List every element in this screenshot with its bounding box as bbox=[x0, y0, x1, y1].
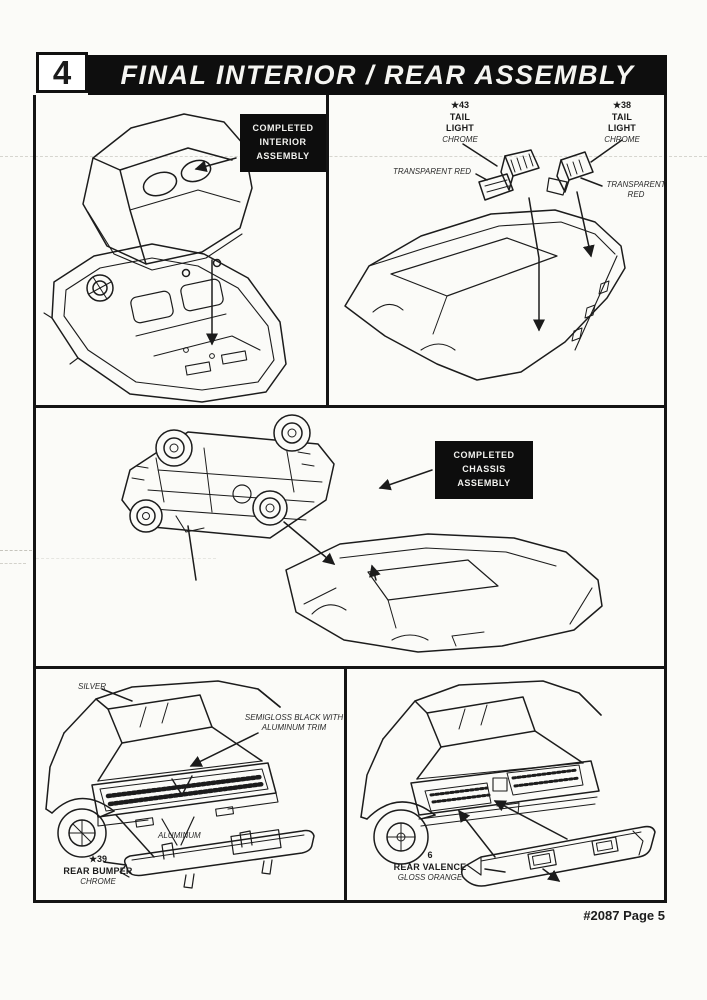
tail-light-43-label: ★43 TAIL LIGHT CHROME bbox=[442, 100, 478, 145]
rear-valence-illustration bbox=[360, 680, 656, 887]
page-footer: #2087 Page 5 bbox=[583, 908, 665, 923]
semigloss-paint-note: SEMIGLOSS BLACK WITH ALUMINUM TRIM bbox=[244, 713, 344, 732]
page-title: FINAL INTERIOR / REAR ASSEMBLY bbox=[120, 59, 635, 90]
silver-paint-note: SILVER bbox=[78, 682, 107, 691]
transparent-red-note-right: TRANSPARENT RED bbox=[606, 180, 666, 199]
fold-mark-line bbox=[0, 156, 707, 157]
panel-tail-lights: ★43 TAIL LIGHT CHROME ★38 TAIL LIGHT CHR… bbox=[329, 98, 666, 405]
chassis-installation-illustration bbox=[121, 414, 603, 653]
rear-bumper-label: ★39 REAR BUMPER CHROME bbox=[63, 854, 133, 887]
step-number: 4 bbox=[52, 53, 72, 91]
aluminum-paint-note: ALUMINUM bbox=[158, 831, 201, 840]
tail-light-installation-illustration bbox=[344, 139, 626, 381]
outer-frame bbox=[33, 95, 667, 903]
divider-horizontal-2 bbox=[33, 666, 667, 669]
rear-valence-label: 6 REAR VALENCE GLOSS ORANGE bbox=[393, 850, 467, 883]
step-number-box: 4 bbox=[36, 52, 88, 93]
divider-bottom-vertical bbox=[344, 669, 347, 901]
panel-chassis-assembly: COMPLETED CHASSIS ASSEMBLY bbox=[36, 408, 664, 666]
panel-interior-assembly: COMPLETED INTERIOR ASSEMBLY bbox=[36, 98, 326, 405]
tail-light-38-label: ★38 TAIL LIGHT CHROME bbox=[604, 100, 640, 145]
transparent-red-note-left: TRANSPARENT RED bbox=[393, 167, 472, 176]
completed-chassis-callout: COMPLETED CHASSIS ASSEMBLY bbox=[435, 441, 533, 499]
margin-mark bbox=[0, 550, 32, 551]
divider-horizontal-1 bbox=[33, 405, 667, 408]
divider-top-vertical bbox=[326, 95, 329, 408]
scan-speck-line bbox=[36, 558, 216, 559]
rear-bumper-illustration bbox=[45, 680, 315, 889]
title-bar: FINAL INTERIOR / REAR ASSEMBLY bbox=[88, 55, 667, 95]
panel-rear-bumper: SILVER SEMIGLOSS BLACK WITH ALUMINUM TRI… bbox=[36, 669, 344, 900]
interior-assembly-illustration bbox=[43, 113, 287, 403]
completed-interior-callout: COMPLETED INTERIOR ASSEMBLY bbox=[240, 114, 326, 172]
panel-rear-valence: 6 REAR VALENCE GLOSS ORANGE bbox=[347, 669, 664, 900]
margin-mark bbox=[0, 563, 26, 564]
